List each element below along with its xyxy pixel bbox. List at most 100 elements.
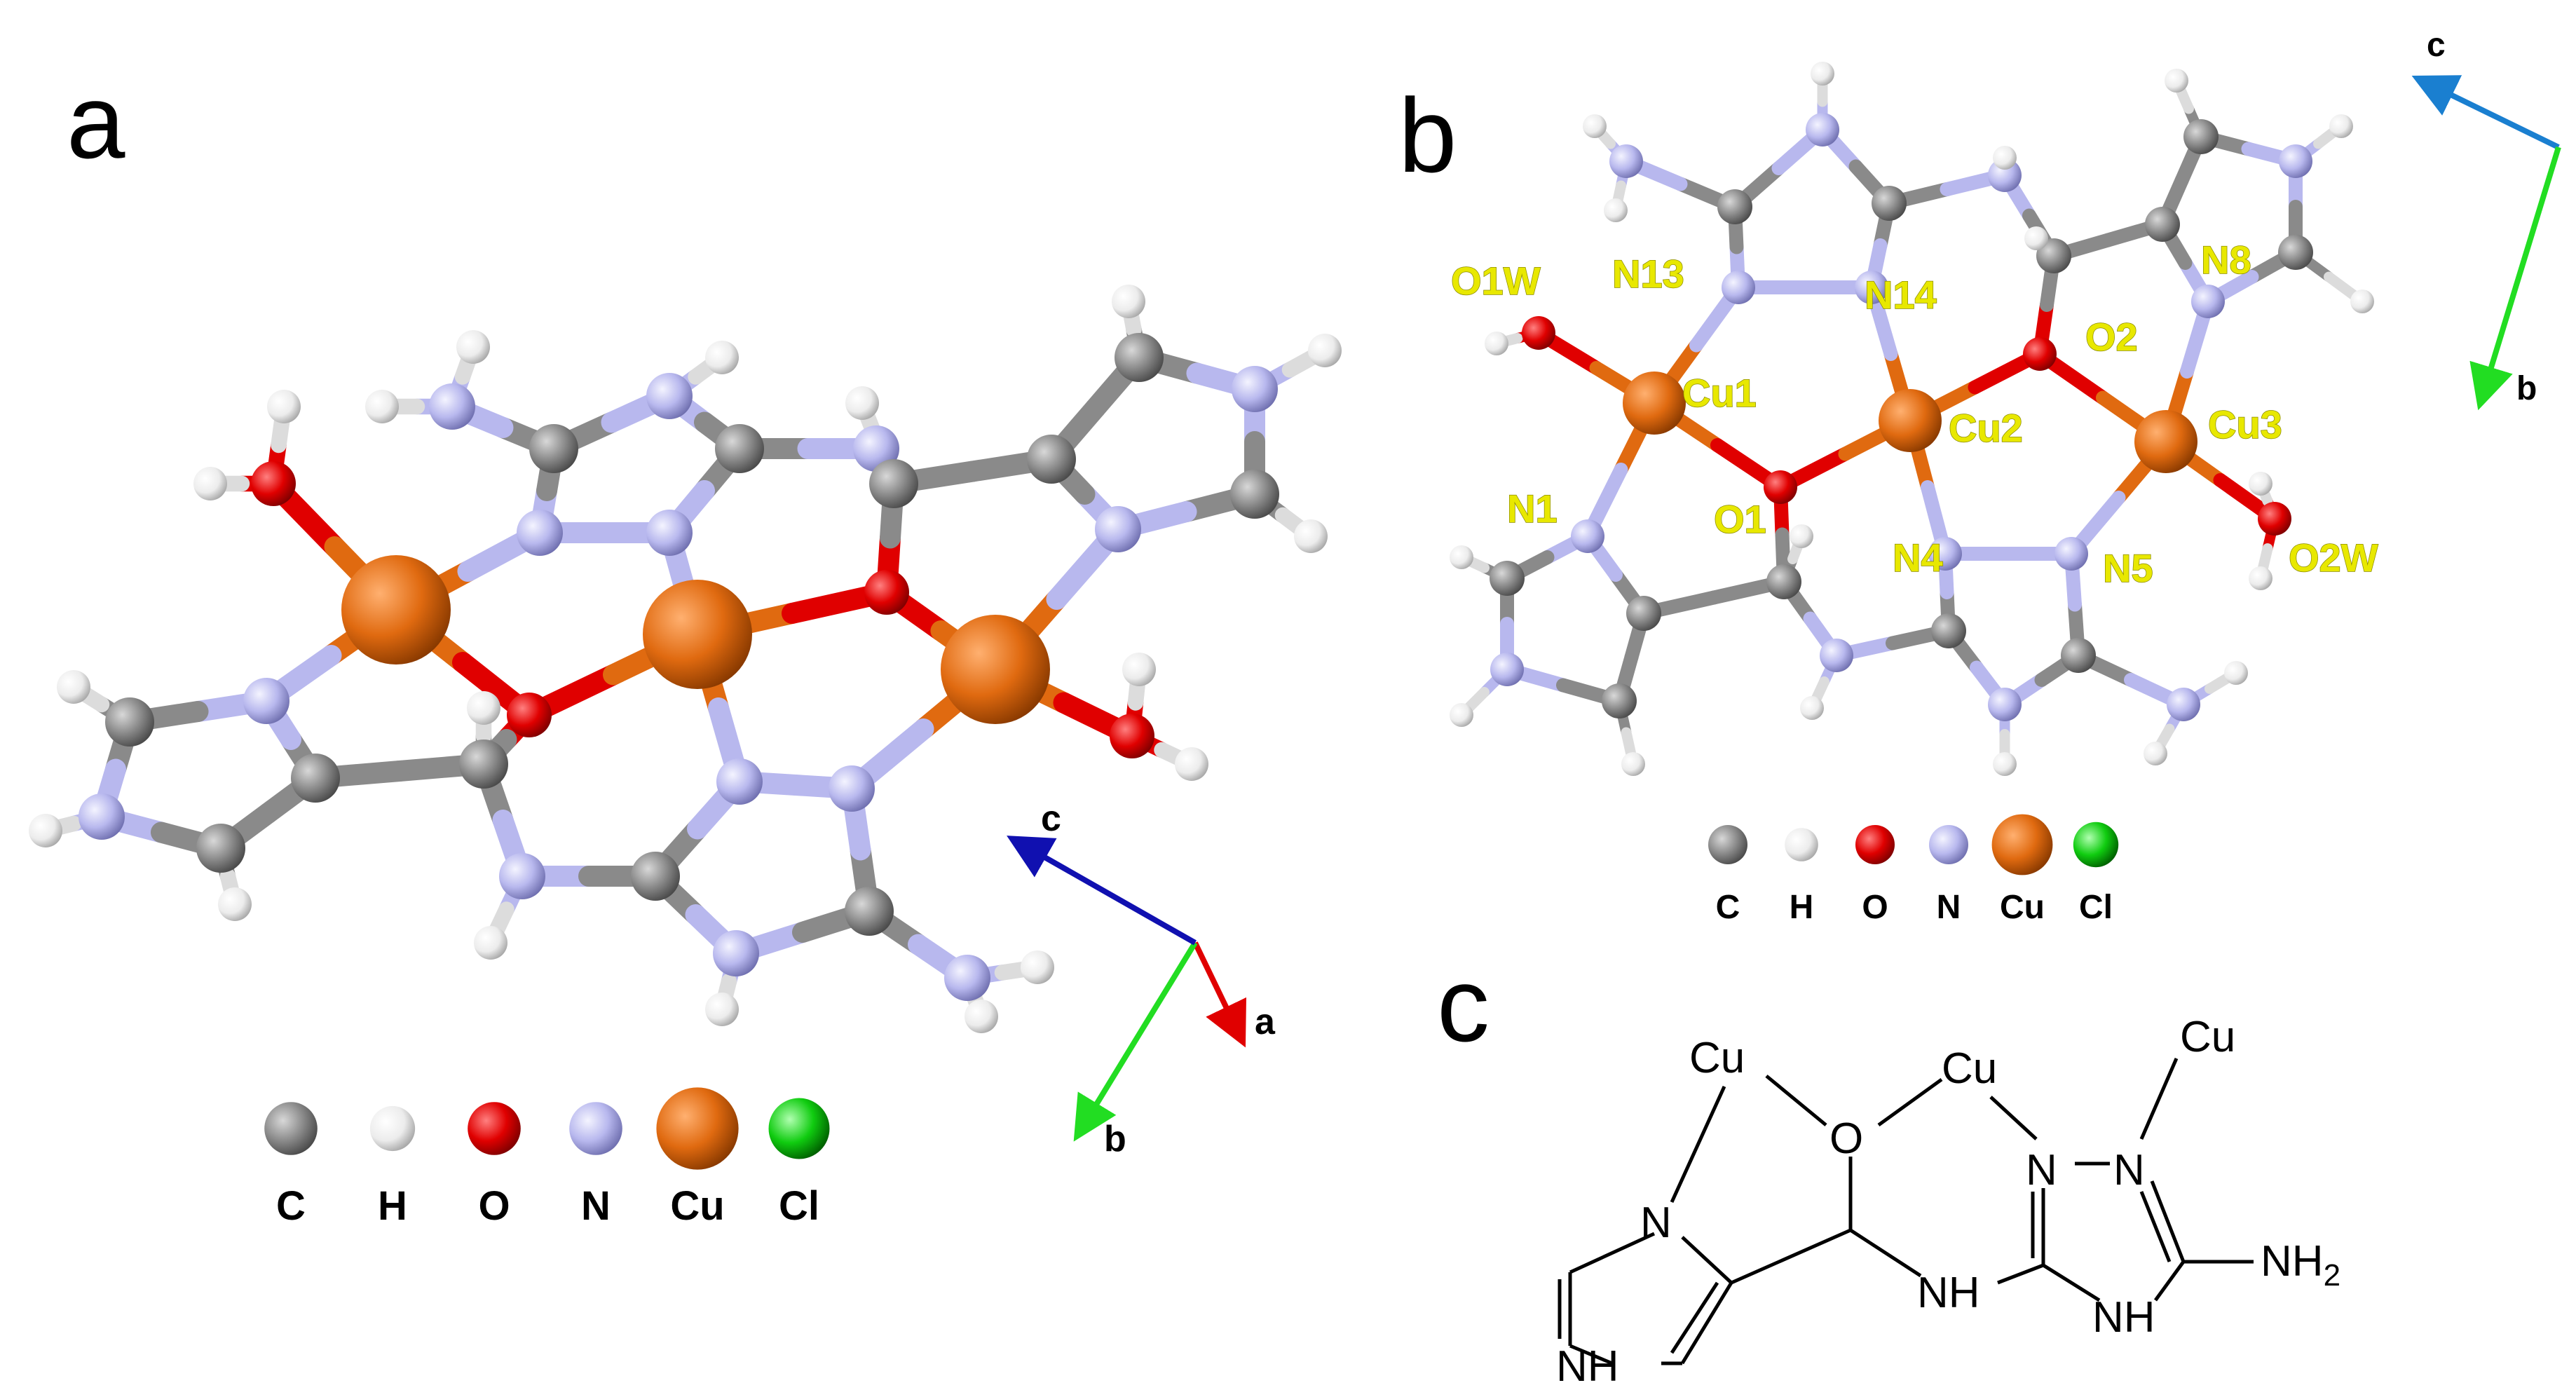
panel-a-letter: a: [67, 62, 125, 180]
panel-b-copper-atom: [2134, 410, 2197, 473]
panel-b-carbon-atom: [2278, 235, 2313, 270]
panel-b-hydrogen-atom: [2350, 289, 2374, 313]
panel-a-nitrogen-atom: [646, 373, 693, 419]
scheme-n-triazole-1: N: [2026, 1146, 2057, 1194]
panel-a-legend-hydrogen-ball: [369, 1105, 416, 1152]
panel-a-hydrogen-atom: [365, 390, 399, 423]
panel-b-hydrogen-atom: [1604, 198, 1628, 222]
panel-b-hydrogen-atom: [1485, 332, 1508, 355]
panel-a-hydrogen-atom: [705, 993, 739, 1026]
panel-b-nitrogen-atom: [1988, 688, 2022, 721]
panel-a-hydrogen-atom: [1021, 950, 1054, 984]
panel-b-hydrogen-atom: [2024, 226, 2048, 250]
atom-label-n1: N1: [1507, 486, 1558, 531]
panel-b-carbon-atom: [1490, 561, 1525, 596]
panel-b-copper-atom: [1879, 389, 1942, 452]
panel-a-hydrogen-atom: [456, 330, 490, 364]
panel-a-hydrogen-atom: [1294, 519, 1328, 553]
atom-label-o1: O1: [1714, 497, 1766, 541]
panel-a-nitrogen-atom: [716, 758, 763, 805]
panel-a-oxygen-atom: [507, 693, 552, 737]
panel-a-carbon-atom: [1027, 435, 1076, 484]
atom-label-n14: N14: [1865, 273, 1937, 317]
panel-a-carbon-atom: [459, 740, 508, 789]
panel-b-legend-copper-ball: [1991, 814, 2053, 875]
panel-a-hydrogen-atom: [218, 887, 252, 921]
panel-a-legend-oxygen-ball: [468, 1102, 521, 1155]
panel-b-nitrogen-atom: [1820, 639, 1853, 672]
panel-b-nitrogen-atom: [1806, 113, 1839, 146]
panel-a-copper-atom: [341, 555, 451, 665]
scheme-cu-right: Cu: [2180, 1013, 2235, 1061]
panel-a-oxygen-atom: [1110, 714, 1154, 758]
panel-a-molecule: [29, 285, 1342, 1033]
panel-b-oxygen-atom: [1764, 470, 1797, 504]
panel-a-carbon-atom: [105, 697, 154, 747]
panel-b-hydrogen-atom: [2224, 661, 2248, 685]
panel-b-hydrogen-atom: [2329, 114, 2353, 138]
panel-a-hydrogen-atom: [705, 341, 739, 374]
panel-a-legend-oxygen-label: O: [478, 1183, 510, 1229]
panel-b-hydrogen-atom: [2165, 69, 2188, 93]
panel-a-carbon-atom: [631, 852, 680, 901]
panel-b-hydrogen-atom: [1800, 696, 1824, 720]
panel-a-nitrogen-atom: [517, 510, 563, 556]
panel-b-hydrogen-atom: [1621, 752, 1645, 776]
panel-a-carbon-atom: [869, 459, 918, 508]
panel-a-oxygen-atom: [251, 461, 296, 506]
panel-b-nitrogen-atom: [1928, 537, 1962, 571]
panel-a-hydrogen-atom: [845, 386, 879, 420]
panel-a-legend-carbon-label: C: [276, 1183, 306, 1229]
panel-b-hydrogen-atom: [1450, 703, 1473, 727]
panel-b-axes: c b: [2411, 27, 2561, 411]
panel-b-nitrogen-atom: [2054, 537, 2088, 571]
panel-b-legend-chlorine-ball: [2073, 822, 2119, 868]
atom-label-n5: N5: [2103, 546, 2153, 590]
panel-a-carbon-atom: [529, 424, 578, 473]
axis-c-label: c: [1041, 798, 1061, 839]
panel-b-nitrogen-atom: [1490, 653, 1524, 686]
panel-b-carbon-atom: [1872, 186, 1907, 221]
panel-a-legend-carbon-ball: [264, 1102, 318, 1155]
panel-b-nitrogen-atom: [1609, 144, 1643, 178]
atom-label-n4: N4: [1893, 536, 1943, 580]
panel-b-carbon-atom: [2145, 207, 2180, 242]
panel-b-legend-copper-label: Cu: [2000, 889, 2045, 926]
atom-label-o1w: O1W: [1451, 259, 1541, 303]
panel-a-nitrogen-atom: [646, 510, 693, 556]
panel-a-hydrogen-atom: [467, 691, 500, 725]
panel-b-oxygen-atom: [2023, 337, 2057, 371]
panel-c-letter: c: [1437, 946, 1490, 1063]
panel-b-carbon-atom: [2183, 119, 2219, 154]
axis-b-label: b: [1104, 1119, 1126, 1159]
panel-a-legend-chlorine-ball: [768, 1098, 830, 1159]
scheme-n-imidazole: N: [1640, 1199, 1672, 1247]
panel-a-hydrogen-atom: [1112, 285, 1145, 318]
panel-a-legend-copper-label: Cu: [670, 1183, 724, 1229]
panel-b-oxygen-atom: [2258, 502, 2291, 536]
axis-b-arrow: [1073, 941, 1198, 1142]
scheme-o: O: [1829, 1115, 1863, 1163]
panel-b-nitrogen-atom: [1855, 271, 1888, 304]
panel-a-carbon-atom: [715, 424, 764, 473]
panel-a-hydrogen-atom: [1175, 747, 1208, 781]
panel-b-nitrogen-atom: [2191, 285, 2225, 318]
panel-a-carbon-atom: [1115, 333, 1164, 382]
axis-b-b-arrow: [2469, 146, 2561, 411]
panel-c: c: [1437, 946, 2340, 1391]
panel-b-carbon-atom: [1931, 613, 1966, 648]
panel-b-hydrogen-atom: [1993, 146, 2017, 170]
panel-b-nitrogen-atom: [2279, 144, 2312, 178]
panel-b-hydrogen-atom: [2249, 566, 2272, 590]
panel-a-carbon-atom: [845, 887, 894, 936]
panel-b-legend-carbon-ball: [1708, 825, 1747, 864]
panel-b-nitrogen-atom: [2167, 688, 2200, 721]
panel-a-hydrogen-atom: [267, 390, 301, 423]
panel-b-legend-hydrogen-ball: [1785, 828, 1818, 861]
panel-a-nitrogen-atom: [1232, 366, 1278, 412]
panel-a-hydrogen-atom: [965, 1000, 998, 1033]
panel-b-legend-chlorine-label: Cl: [2079, 889, 2113, 926]
